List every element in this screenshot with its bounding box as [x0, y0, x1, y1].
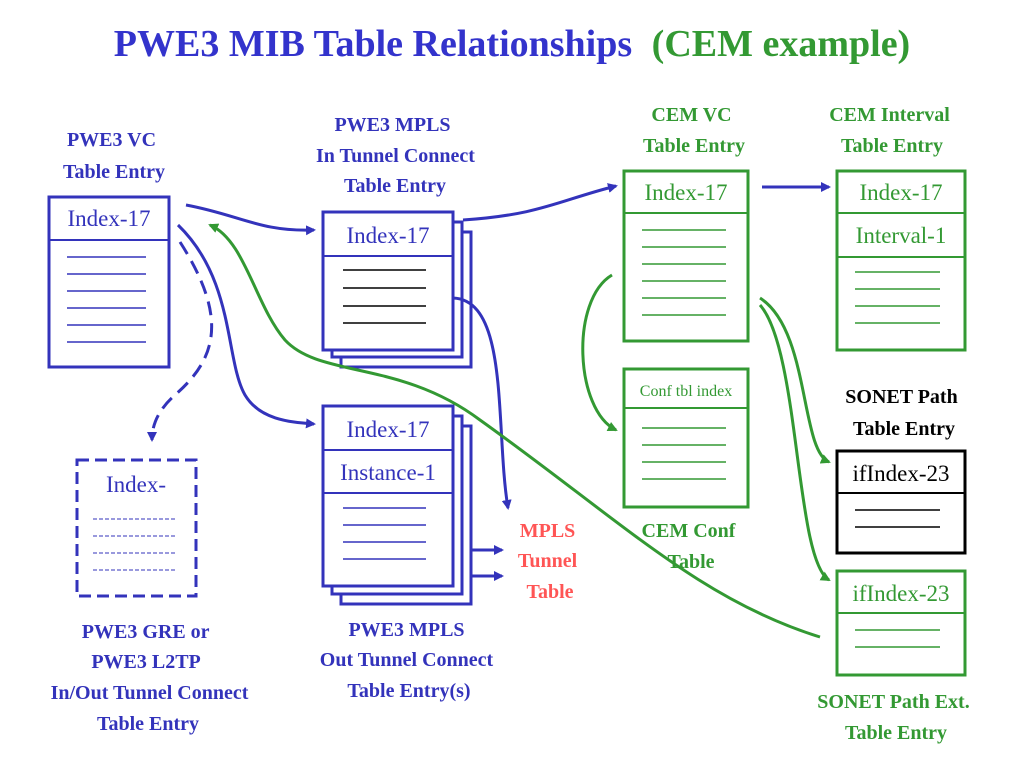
- svg-text:CEM Interval Table Entry: CEM Interval Table Entry: [829, 104, 955, 157]
- page-title: PWE3 MIB Table Relationships (CEM exampl…: [114, 23, 910, 65]
- mpls-in-tunnel-table: PWE3 MPLS In Tunnel Connect Table Entry …: [316, 114, 480, 369]
- mpls-tunnel-label-1: MPLS: [520, 520, 576, 542]
- svg-text:PWE3 GRE or PWE3 L2TP: PWE3 GRE or PWE3 L2TP In/Out Tunnel Conn…: [51, 621, 254, 735]
- mpls-in-label-2: In Tunnel Connect: [316, 145, 475, 167]
- title-sub: (CEM example): [652, 23, 911, 65]
- sonet-path-index: ifIndex-23: [852, 461, 949, 486]
- pwe3-vc-table: PWE3 VC Table Entry Index-17: [47, 129, 171, 369]
- title-main: PWE3 MIB Table Relationships: [114, 23, 632, 65]
- cem-interval-label-1: CEM Interval: [829, 104, 950, 126]
- sonet-path-table: SONET Path Table Entry ifIndex-23: [835, 386, 967, 555]
- svg-text:SONET Path Table Entry: SONET Path Table Entry: [845, 386, 962, 440]
- mpls-out-tunnel-table: Index-17 Instance-1 PWE3 MPLS Out Tunnel…: [320, 404, 498, 702]
- mpls-tunnel-label-3: Table: [526, 581, 573, 603]
- pwe3-vc-label-1: PWE3 VC: [67, 129, 156, 151]
- gre-l2tp-label-2: PWE3 L2TP: [91, 651, 200, 673]
- arrow-vc-to-mpls-out: [176, 223, 316, 429]
- arrow-cem-vc-to-sonet-ext: [758, 304, 831, 582]
- gre-l2tp-label-3: In/Out Tunnel Connect: [51, 682, 249, 704]
- mpls-tunnel-table-label: MPLS Tunnel Table: [518, 520, 582, 603]
- cem-conf-index: Conf tbl index: [640, 383, 732, 400]
- svg-text:SONET Path Ext. Table En: SONET Path Ext. Table Entry: [817, 691, 974, 744]
- sonet-path-ext-table: ifIndex-23 SONET Path Ext. Table Entry: [817, 569, 974, 744]
- gre-l2tp-index: Index-: [106, 472, 166, 497]
- mpls-in-label-1: PWE3 MPLS: [334, 114, 450, 136]
- sonet-path-ext-label-1: SONET Path Ext.: [817, 691, 969, 713]
- arrow-sonet-ext-to-vc: [208, 223, 821, 639]
- sonet-path-ext-label-2: Table Entry: [845, 722, 947, 744]
- mpls-out-label-1: PWE3 MPLS: [348, 619, 464, 641]
- sonet-path-ext-index: ifIndex-23: [852, 581, 949, 606]
- cem-vc-table: CEM VC Table Entry Index-17: [622, 104, 750, 343]
- gre-l2tp-label-1: PWE3 GRE or: [82, 621, 210, 643]
- arrow-cem-vc-to-sonet-path: [759, 296, 831, 464]
- cem-interval-interval: Interval-1: [856, 223, 947, 248]
- cem-vc-label-1: CEM VC: [651, 104, 731, 126]
- sonet-path-label-1: SONET Path: [845, 386, 957, 408]
- mpls-out-index: Index-17: [346, 417, 429, 442]
- gre-l2tp-table: Index- PWE3 GRE or PWE3 L2TP In/Out Tunn…: [51, 458, 254, 735]
- mpls-in-label-3: Table Entry: [344, 175, 446, 197]
- arrow-mpls-in-to-tunnel: [452, 296, 512, 510]
- pwe3-vc-index: Index-17: [67, 206, 150, 231]
- sonet-path-label-2: Table Entry: [853, 418, 955, 440]
- svg-text:PWE3 VC Table Entry: PWE3 VC Table Entry: [63, 129, 165, 183]
- cem-vc-index: Index-17: [644, 180, 727, 205]
- mpls-out-instance: Instance-1: [340, 460, 436, 485]
- svg-text:PWE3 MPLS In Tunnel Conn: PWE3 MPLS In Tunnel Connect Table Entry: [316, 114, 480, 197]
- cem-conf-label-1: CEM Conf: [642, 520, 736, 542]
- arrow-vc-to-gre-dashed: [147, 241, 214, 442]
- cem-conf-table: Conf tbl index CEM Conf Table: [622, 367, 750, 573]
- arrow-cem-vc-to-conf: [581, 273, 618, 432]
- cem-vc-label-2: Table Entry: [643, 135, 745, 157]
- pwe3-vc-label-2: Table Entry: [63, 161, 165, 183]
- gre-l2tp-label-4: Table Entry: [97, 713, 199, 735]
- cem-interval-index: Index-17: [859, 180, 942, 205]
- cem-conf-label-2: Table: [667, 551, 714, 573]
- arrow-mpls-in-to-cem-vc: [462, 183, 618, 222]
- mpls-out-label-2: Out Tunnel Connect: [320, 649, 494, 671]
- svg-text:PWE3 MPLS Out Tunnel Con: PWE3 MPLS Out Tunnel Connect Table Entry…: [320, 619, 498, 702]
- cem-interval-table: CEM Interval Table Entry Index-17 Interv…: [829, 104, 967, 352]
- mpls-out-label-3: Table Entry(s): [347, 680, 470, 702]
- cem-interval-label-2: Table Entry: [841, 135, 943, 157]
- mpls-in-index: Index-17: [346, 223, 429, 248]
- mpls-tunnel-label-2: Tunnel: [518, 550, 578, 572]
- svg-text:CEM Conf Table: CEM Conf Table: [642, 520, 741, 573]
- svg-text:CEM VC Table Entry: CEM VC Table Entry: [643, 104, 745, 157]
- arrow-vc-to-mpls-in: [185, 203, 316, 236]
